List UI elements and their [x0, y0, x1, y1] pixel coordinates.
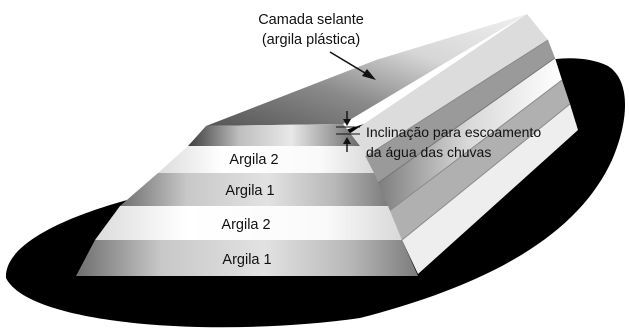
- layer-label: Argila 1: [225, 183, 274, 199]
- sealing-cap-front: [188, 124, 360, 146]
- layer-label: Argila 2: [229, 152, 278, 168]
- embankment-side-face: [343, 14, 578, 274]
- layer-band: [76, 240, 418, 276]
- sealing-layer-label-line1: Camada selante: [258, 12, 364, 28]
- slope-label-line1: Inclinação para escoamento: [366, 124, 541, 140]
- layer-band: [120, 173, 388, 206]
- sealing-layer-label-line2: (argila plástica): [262, 32, 360, 48]
- layer-label: Argila 2: [221, 217, 270, 233]
- layer-band: [158, 146, 374, 173]
- layer-stack: [76, 146, 418, 276]
- slope-label-line2: da água das chuvas: [366, 144, 491, 160]
- layer-label: Argila 1: [222, 252, 271, 268]
- slope-indicator: [336, 111, 360, 152]
- sealing-layer-arrow: [329, 51, 376, 80]
- layer-band: [95, 206, 402, 240]
